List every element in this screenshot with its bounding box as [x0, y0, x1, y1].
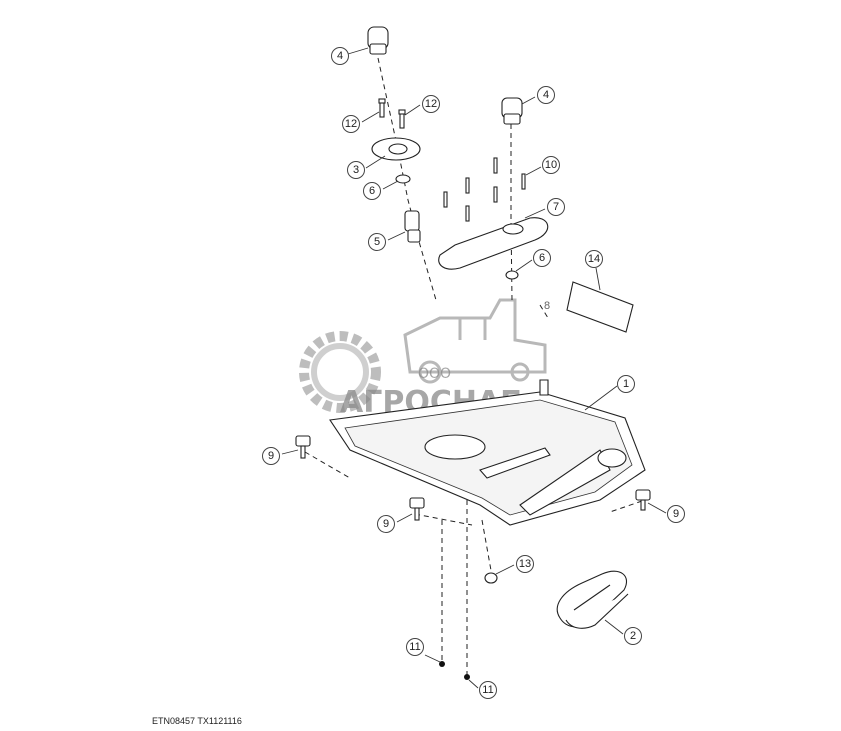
callout-label: 8: [544, 300, 550, 312]
callout-1: 1: [617, 375, 635, 393]
callout-6-right: 6: [533, 249, 551, 267]
callout-10: 10: [542, 156, 560, 174]
callout-9-right: 9: [667, 505, 685, 523]
part-grommet-2: [556, 570, 629, 629]
callout-8: 8: [544, 300, 550, 312]
part-fitting-5: [404, 210, 421, 243]
callout-4-top: 4: [331, 47, 349, 65]
watermark-prefix: ООО: [418, 366, 451, 382]
callout-label: 11: [409, 641, 420, 653]
callout-label: 12: [345, 118, 357, 130]
part-screws-10: [443, 157, 526, 222]
callout-label: 13: [519, 558, 531, 570]
callout-9-left: 9: [262, 447, 280, 465]
callout-label: 4: [337, 50, 343, 62]
callout-label: 7: [553, 201, 559, 213]
harvester-icon: [403, 298, 547, 384]
callout-11-bottom: 11: [479, 681, 497, 699]
callout-label: 9: [673, 508, 679, 520]
callout-2: 2: [624, 627, 642, 645]
gear-icon: [299, 331, 381, 413]
callout-11-left: 11: [406, 638, 424, 656]
part-housing-1: [329, 379, 646, 526]
callout-label: 11: [482, 684, 493, 696]
part-cap-4-top: [367, 26, 389, 55]
part-cap-4-right: [501, 97, 523, 125]
part-label-14: [566, 281, 634, 333]
part-washer-6b: [505, 270, 519, 280]
part-screws-12: [378, 98, 406, 129]
figure-reference-code: ETN08457 TX1121116: [152, 716, 242, 726]
callout-label: 9: [383, 518, 389, 530]
leader-lines: [281, 47, 667, 689]
callout-label: 4: [543, 89, 549, 101]
callout-12-left: 12: [342, 115, 360, 133]
assembly-lines: [304, 57, 643, 676]
callout-9-middle: 9: [377, 515, 395, 533]
callout-label: 6: [369, 185, 375, 197]
callout-label: 9: [268, 450, 274, 462]
callout-4-right: 4: [537, 86, 555, 104]
callout-3: 3: [347, 161, 365, 179]
callout-label: 14: [588, 253, 600, 265]
callout-12-right: 12: [422, 95, 440, 113]
callout-14: 14: [585, 250, 603, 268]
callout-6-left: 6: [363, 182, 381, 200]
callout-label: 10: [545, 159, 557, 171]
callout-13: 13: [516, 555, 534, 573]
callout-7: 7: [547, 198, 565, 216]
callout-5: 5: [368, 233, 386, 251]
part-nut-13: [484, 572, 498, 584]
callout-label: 5: [374, 236, 380, 248]
callout-label: 12: [425, 98, 437, 110]
part-washer-6a: [395, 174, 411, 184]
callout-label: 2: [630, 630, 636, 642]
part-cover-7: [438, 217, 549, 270]
callout-label: 1: [623, 378, 629, 390]
part-plate-3: [371, 137, 421, 161]
part-plugs-11: [439, 661, 470, 680]
callout-label: 3: [353, 164, 359, 176]
callout-label: 6: [539, 252, 545, 264]
part-bolts-9: [295, 435, 651, 521]
